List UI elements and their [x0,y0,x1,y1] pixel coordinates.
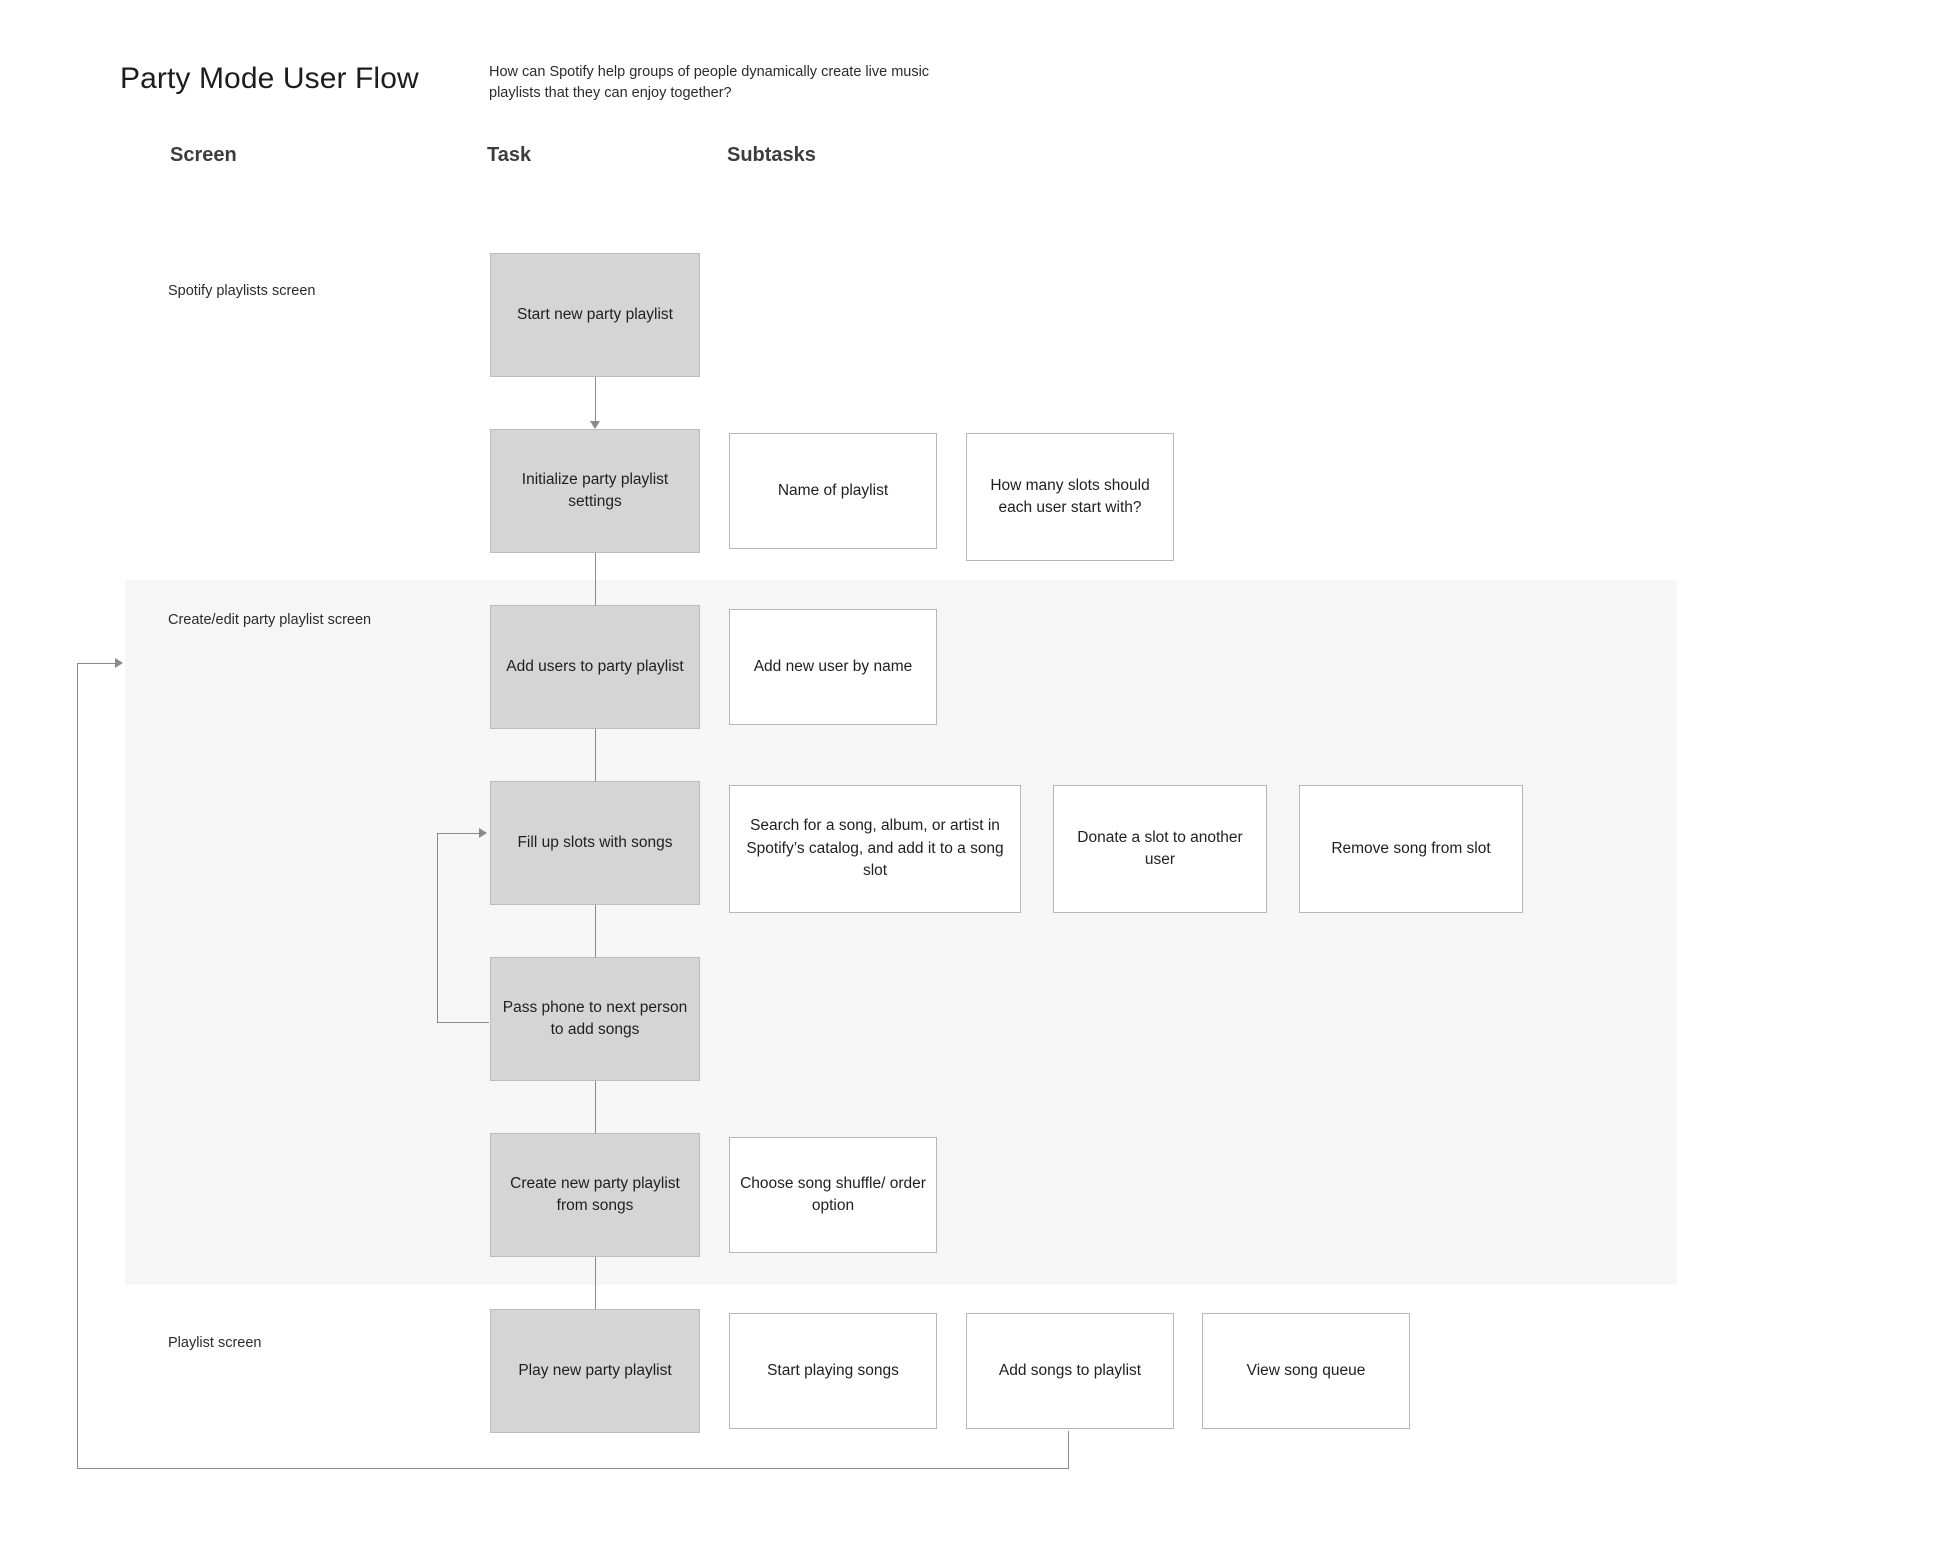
subtask-node-name-of-playlist[interactable]: Name of playlist [729,433,937,549]
node-label: Initialize party playlist settings [521,470,669,510]
connector-task1-to-task2 [595,377,596,425]
screen-label-playlist: Playlist screen [168,1335,262,1351]
loop-global-left-vertical [77,663,78,1469]
task-node-pass-phone-to-next-person[interactable]: Pass phone to next person to add songs [490,957,700,1081]
screen-label-spotify-playlists: Spotify playlists screen [168,283,316,299]
page-title: Party Mode User Flow [120,62,419,95]
connector-task5-to-task6 [595,1081,596,1137]
screen-label-create-edit: Create/edit party playlist screen [168,612,372,628]
subtask-node-remove-song-from-slot[interactable]: Remove song from slot [1299,785,1523,913]
connector-task3-to-task4 [595,729,596,785]
task-node-create-new-party-playlist-from-songs[interactable]: Create new party playlist from songs [490,1133,700,1257]
node-label: Pass phone to next person to add songs [502,998,688,1038]
subtask-node-slots-per-user[interactable]: How many slots should each user start wi… [966,433,1174,561]
loop-global-right-vertical [1068,1431,1069,1469]
task-node-initialize-party-playlist-settings[interactable]: Initialize party playlist settings [490,429,700,553]
node-label: Remove song from slot [1331,839,1491,857]
task-node-fill-up-slots-with-songs[interactable]: Fill up slots with songs [490,781,700,905]
task-node-start-new-party-playlist[interactable]: Start new party playlist [490,253,700,377]
node-label: Start playing songs [767,1361,899,1379]
loop-passphone-vertical-segment [437,833,438,1023]
arrowhead-loop-create-edit [115,658,123,668]
node-label: Add songs to playlist [998,1361,1142,1379]
page-subtitle: How can Spotify help groups of people dy… [489,64,930,101]
arrowhead-task2 [590,421,600,429]
subtask-node-add-new-user-by-name[interactable]: Add new user by name [729,609,937,725]
loop-global-top-segment [77,663,117,664]
subtask-node-donate-slot[interactable]: Donate a slot to another user [1053,785,1267,913]
connector-task4-to-task5 [595,905,596,961]
node-label: View song queue [1246,1361,1366,1379]
node-label: Play new party playlist [518,1361,672,1379]
node-label: Fill up slots with songs [517,833,673,851]
arrowhead-loop-fill-slots [479,828,487,838]
task-node-add-users-to-party-playlist[interactable]: Add users to party playlist [490,605,700,729]
column-header-task: Task [487,144,532,166]
loop-global-bottom-segment [77,1468,1069,1469]
column-header-screen: Screen [170,144,237,166]
node-label: Add users to party playlist [506,657,684,675]
subtask-node-choose-shuffle-order[interactable]: Choose song shuffle/ order option [729,1137,937,1253]
node-label: How many slots should each user start wi… [990,476,1150,516]
node-label: Name of playlist [777,481,889,499]
connector-task6-to-task7 [595,1257,596,1313]
node-label: Donate a slot to another user [1077,828,1243,868]
node-label: Add new user by name [753,657,913,675]
loop-passphone-bottom-segment [437,1022,489,1023]
task-node-play-new-party-playlist[interactable]: Play new party playlist [490,1309,700,1433]
node-label: Create new party playlist from songs [510,1174,680,1214]
node-label: Search for a song, album, or artist in S… [746,817,1004,880]
node-label: Choose song shuffle/ order option [740,1174,926,1214]
column-header-subtasks: Subtasks [727,144,816,166]
loop-passphone-top-segment [437,833,481,834]
subtask-node-start-playing-songs[interactable]: Start playing songs [729,1313,937,1429]
subtask-node-add-songs-to-playlist[interactable]: Add songs to playlist [966,1313,1174,1429]
connector-task2-to-task3 [595,553,596,613]
node-label: Start new party playlist [517,305,673,323]
subtask-node-search-and-add-song[interactable]: Search for a song, album, or artist in S… [729,785,1021,913]
subtask-node-view-song-queue[interactable]: View song queue [1202,1313,1410,1429]
